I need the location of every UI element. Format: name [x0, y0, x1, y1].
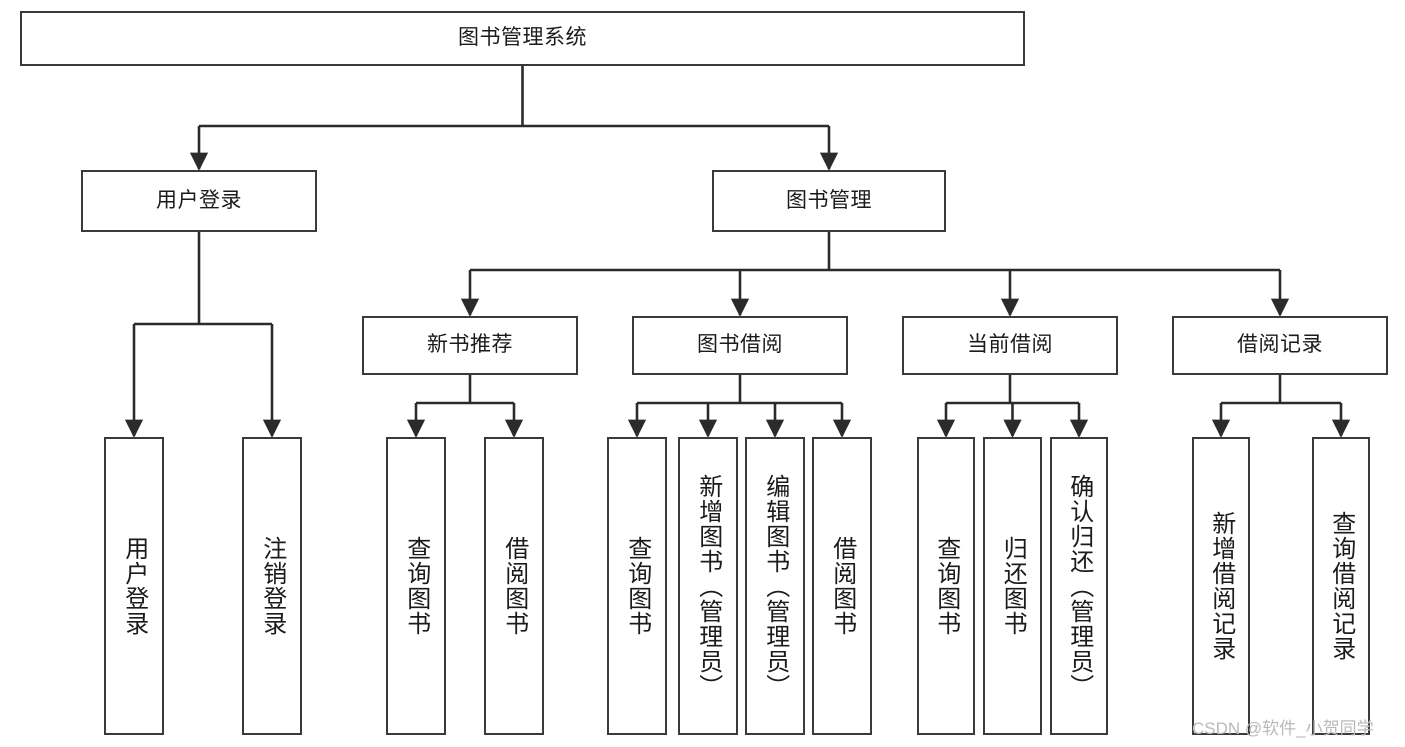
node-label: 新增借阅记录 [1207, 511, 1235, 661]
node-label: 图书管理 [786, 188, 872, 212]
node-label: 借阅记录 [1237, 333, 1323, 357]
node-label: 图书管理系统 [458, 26, 587, 50]
node-label: 用户登录 [120, 536, 148, 636]
node-leaf-login[interactable]: 用户登录 [104, 437, 164, 735]
node-label: 编辑图书（管理员） [761, 473, 789, 699]
node-label: 查询图书 [932, 536, 960, 636]
node-borrow[interactable]: 图书借阅 [632, 316, 848, 375]
node-label: 查询借阅记录 [1327, 511, 1355, 661]
node-label: 查询图书 [623, 536, 651, 636]
node-records[interactable]: 借阅记录 [1172, 316, 1388, 375]
node-leaf-logout[interactable]: 注销登录 [242, 437, 302, 735]
node-leaf-b-add[interactable]: 新增图书（管理员） [678, 437, 738, 735]
node-leaf-r-query[interactable]: 查询借阅记录 [1312, 437, 1370, 735]
node-label: 新书推荐 [427, 333, 513, 357]
node-login[interactable]: 用户登录 [81, 170, 317, 232]
node-leaf-r-add[interactable]: 新增借阅记录 [1192, 437, 1250, 735]
node-label: 借阅图书 [828, 536, 856, 636]
node-label: 图书借阅 [697, 333, 783, 357]
node-label: 当前借阅 [967, 333, 1053, 357]
node-leaf-nb-query[interactable]: 查询图书 [386, 437, 446, 735]
node-label: 用户登录 [156, 188, 242, 212]
node-label: 查询图书 [402, 536, 430, 636]
node-leaf-c-query[interactable]: 查询图书 [917, 437, 975, 735]
node-label: 注销登录 [258, 536, 286, 636]
node-bookmgmt[interactable]: 图书管理 [712, 170, 946, 232]
node-leaf-nb-borrow[interactable]: 借阅图书 [484, 437, 544, 735]
node-label: 确认归还（管理员） [1065, 473, 1093, 699]
node-leaf-c-confirm[interactable]: 确认归还（管理员） [1050, 437, 1108, 735]
node-leaf-b-borrow[interactable]: 借阅图书 [812, 437, 872, 735]
node-root[interactable]: 图书管理系统 [20, 11, 1025, 66]
node-leaf-b-edit[interactable]: 编辑图书（管理员） [745, 437, 805, 735]
node-leaf-b-query[interactable]: 查询图书 [607, 437, 667, 735]
node-current[interactable]: 当前借阅 [902, 316, 1118, 375]
node-label: 借阅图书 [500, 536, 528, 636]
node-label: 归还图书 [999, 536, 1027, 636]
node-newbook[interactable]: 新书推荐 [362, 316, 578, 375]
node-leaf-c-return[interactable]: 归还图书 [983, 437, 1042, 735]
node-label: 新增图书（管理员） [694, 473, 722, 699]
